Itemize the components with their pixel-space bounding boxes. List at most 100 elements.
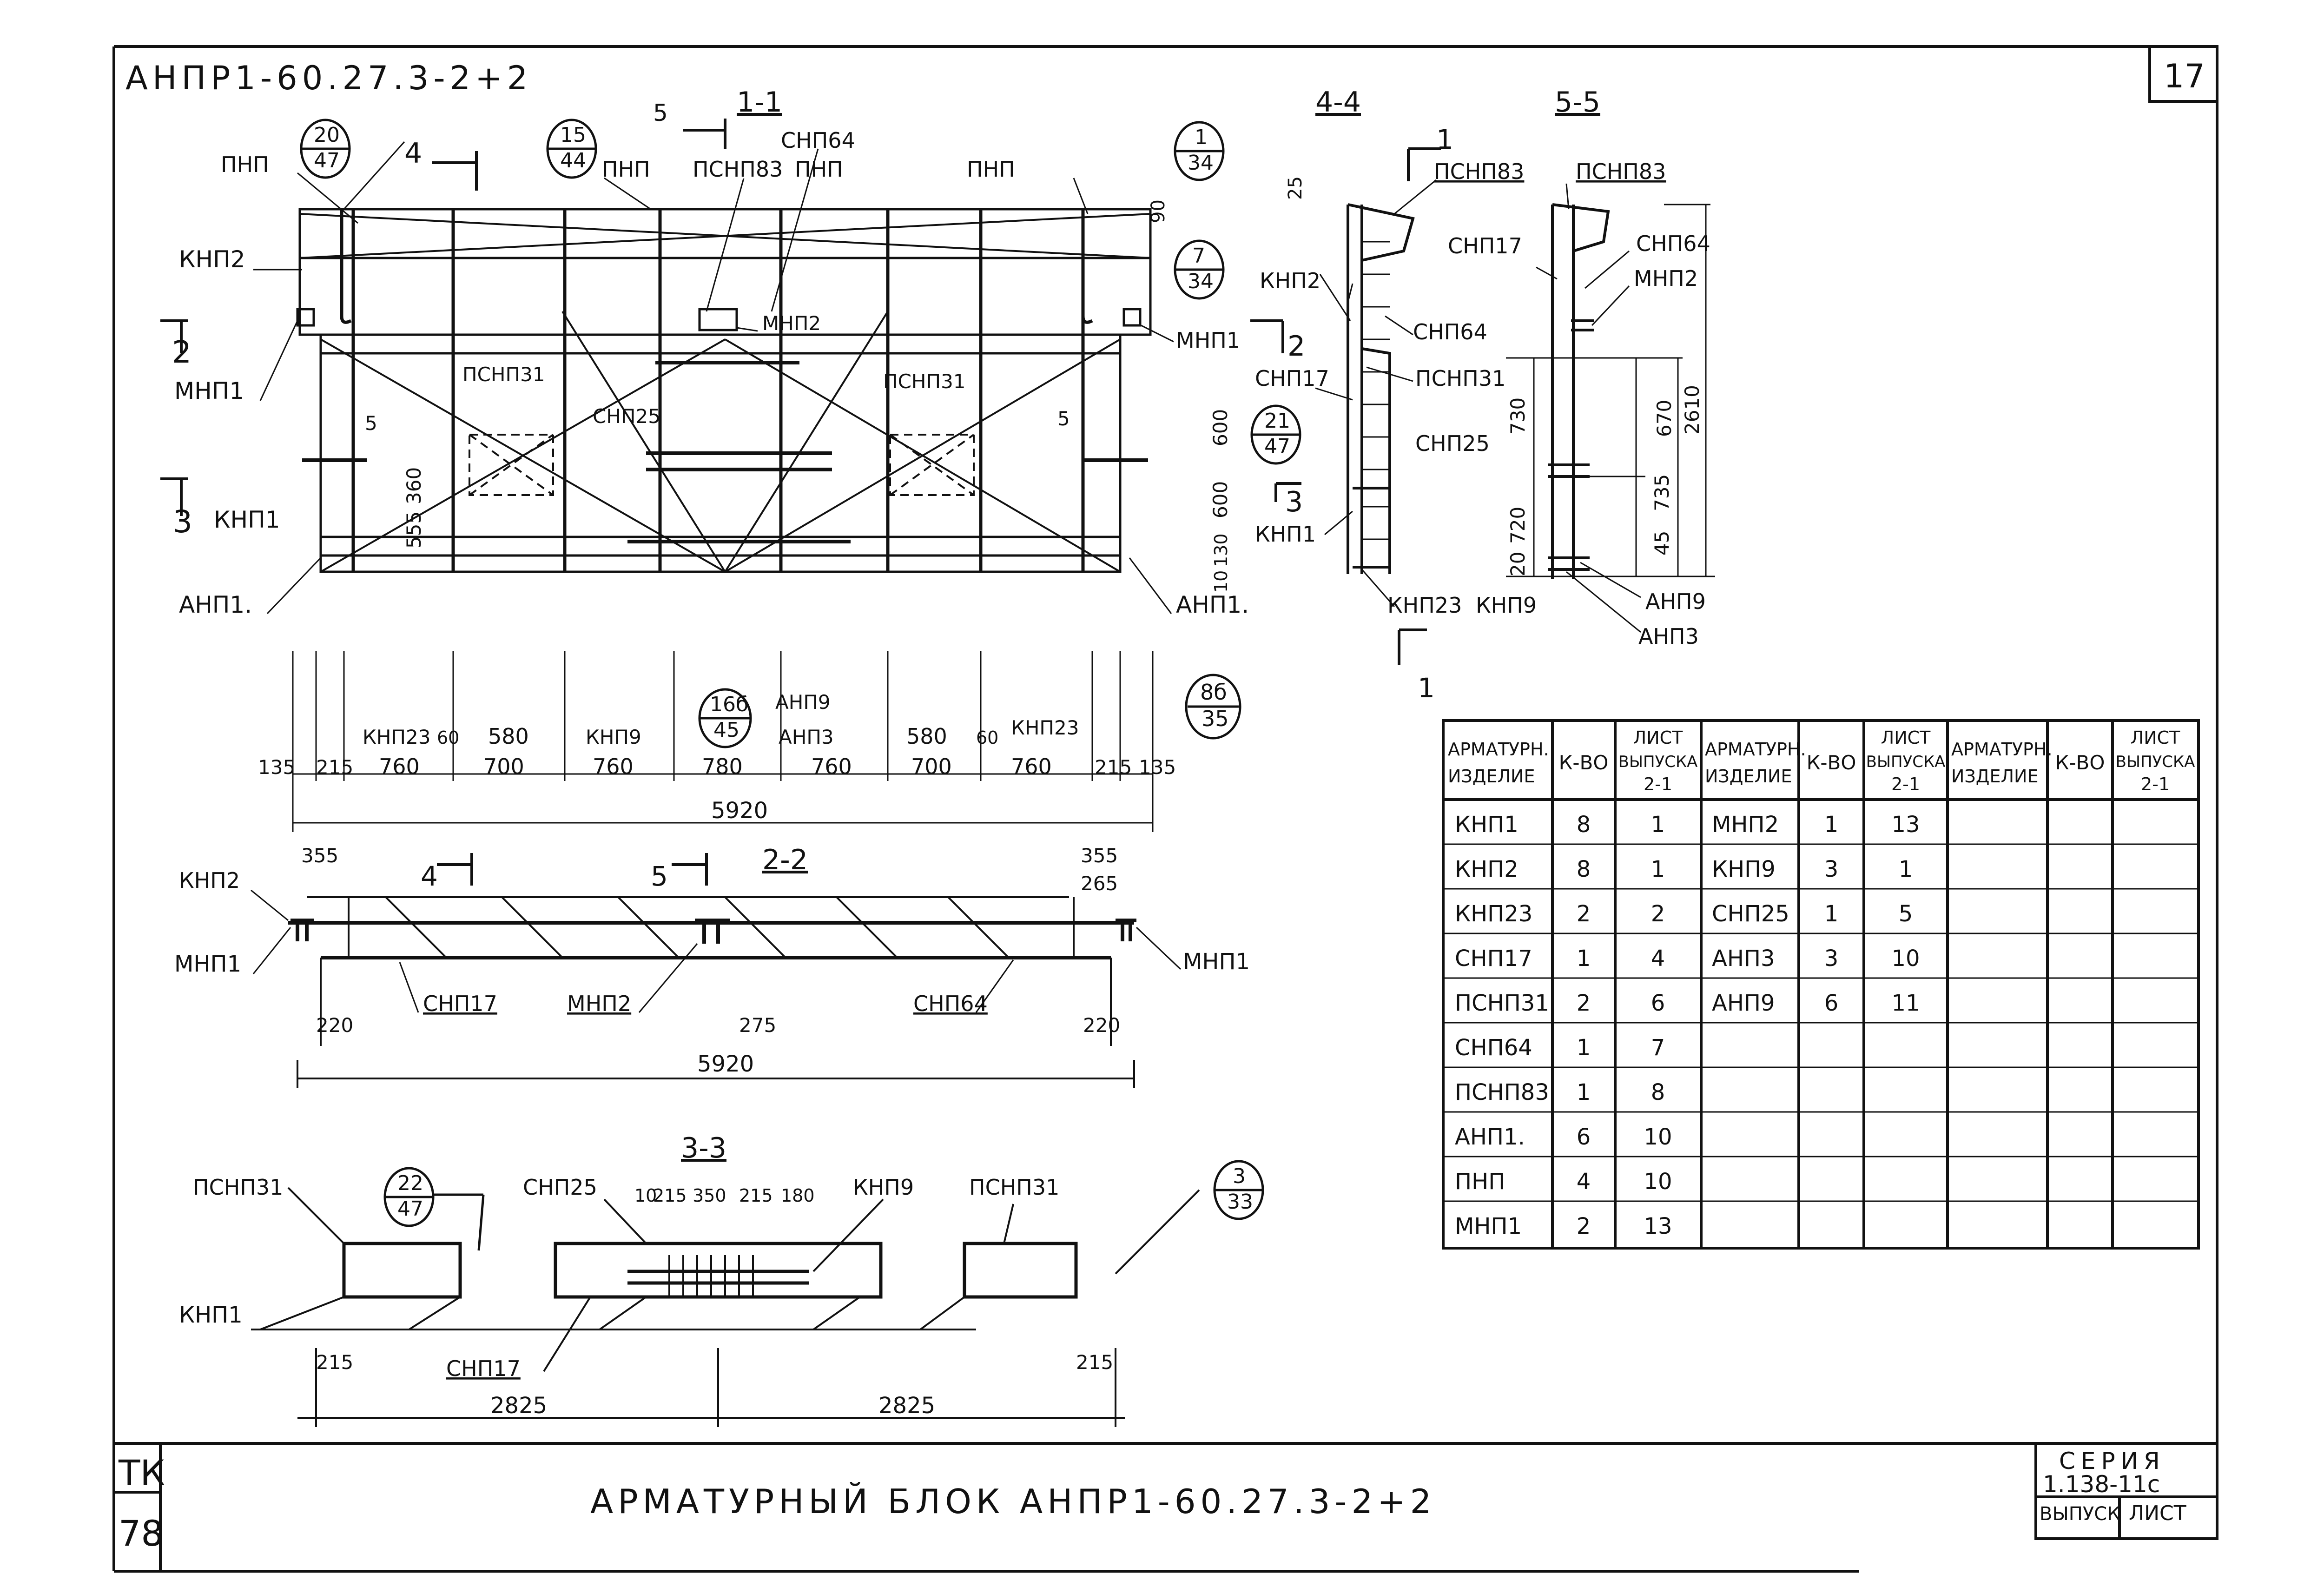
dim-5-left: 5 (365, 412, 377, 435)
spec-cell: ПСНП83 (1455, 1079, 1549, 1105)
s22-dim-355-right: 355 (1081, 844, 1118, 867)
label-snp25-s33: СНП25 (523, 1175, 597, 1200)
spec-cell: 6 (1577, 1124, 1591, 1150)
section-5-5: 5-5 ПСНП83 СНП17 СНП64 МНП2 (1448, 86, 1715, 649)
spec-cell: 1 (1651, 856, 1665, 882)
spec-cell: 5 (1899, 901, 1913, 927)
label-pnp-left: ПНП (221, 152, 269, 177)
label-anp1-right: АНП1. (1176, 591, 1249, 618)
s33-dim-215b: 215 (739, 1185, 773, 1206)
label-anp9-s55: АНП9 (1645, 589, 1706, 614)
dim-600-a: 600 (1209, 409, 1232, 446)
spec-header-qty: К-ВО (1559, 751, 1609, 774)
spec-cell: 8 (1577, 812, 1591, 838)
series-value: 1.138-11с (2043, 1471, 2160, 1498)
title-block-tk: ТК (118, 1452, 165, 1494)
section-title-4-4: 4-4 (1315, 86, 1361, 119)
spec-cell: 11 (1891, 990, 1920, 1016)
plan-dim-760-2: 760 (593, 754, 634, 779)
spec-cell: КНП1 (1455, 812, 1519, 838)
spec-cell: 7 (1651, 1035, 1665, 1061)
dim-130: 130 (1211, 533, 1231, 567)
spec-cell: 13 (1891, 812, 1920, 838)
spec-cell: 1 (1899, 856, 1913, 882)
label-knp23-right: КНП23 (1011, 716, 1079, 739)
plan-dim-780: 780 (702, 754, 743, 779)
spec-header-sheet: ЛИСТ (2131, 728, 2181, 748)
spec-table: АРМАТУРН.ИЗДЕЛИЕК-ВОЛИСТВЫПУСКА2-1АРМАТУ… (1442, 719, 2200, 1250)
cut-mark-2-left: 2 (172, 334, 191, 370)
label-mnp1-right: МНП1 (1176, 328, 1240, 353)
spec-cell: СНП64 (1455, 1035, 1532, 1061)
label-knp9-s44: КНП9 (1476, 593, 1537, 618)
label-snp25: СНП25 (593, 405, 660, 428)
label-mnp1-s22-left: МНП1 (174, 951, 241, 977)
label-psnp31-right: ПСНП31 (883, 370, 966, 393)
dim-555: 555 (403, 511, 425, 549)
sheet-number-box (2148, 45, 2218, 103)
s55-dim-730: 730 (1506, 397, 1529, 435)
s22-dim-275: 275 (739, 1014, 776, 1037)
plan-dim-135-right: 135 (1139, 756, 1176, 779)
spec-cell: МНП1 (1455, 1213, 1522, 1239)
spec-header-sheet: ЛИСТ (1633, 728, 1684, 748)
spec-cell: 1 (1824, 812, 1839, 838)
plan-dim-580-right: 580 (906, 724, 947, 749)
s55-dim-720: 720 (1506, 507, 1529, 544)
balloon-4-bottom: 34 (1188, 270, 1214, 293)
s33-dim-215-left: 215 (316, 1351, 353, 1374)
section-2-2: 2-2 КНП2 МНП1 МНП1 СН (174, 844, 1250, 1088)
s33-dim-2825-left: 2825 (490, 1393, 547, 1419)
label-psnp31-s33-left: ПСНП31 (193, 1175, 283, 1200)
s33-dim-180: 180 (781, 1185, 815, 1206)
section-title-1-1: 1-1 (737, 86, 782, 119)
plan-dim-580-left: 580 (488, 724, 529, 749)
balloon-7-bottom: 35 (1202, 706, 1229, 731)
spec-header-sheet: ВЫПУСКА (1618, 753, 1698, 771)
spec-cell: 1 (1824, 901, 1839, 927)
balloon-6-bottom: 45 (713, 718, 739, 742)
spec-cell: 1 (1577, 1035, 1591, 1061)
label-snp64-s55: СНП64 (1636, 231, 1710, 256)
s33-dim-350: 350 (693, 1185, 726, 1206)
spec-cell: 3 (1824, 946, 1839, 972)
spec-cell: 2 (1577, 990, 1591, 1016)
spec-cell: МНП2 (1712, 812, 1779, 838)
label-pnp-mid: ПНП (602, 157, 650, 182)
cut-mark-1-s44-top: 1 (1436, 124, 1453, 155)
balloon-5-bottom: 47 (1264, 435, 1290, 458)
spec-cell: 13 (1644, 1213, 1672, 1239)
label-anp3: АНП3 (779, 726, 834, 748)
label-pnp-mid2: ПНП (795, 157, 843, 182)
label-knp9-s33: КНП9 (853, 1175, 914, 1200)
label-knp2: КНП2 (179, 246, 245, 273)
s44-dim-25: 25 (1285, 176, 1306, 200)
label-snp17-s44: СНП17 (1255, 366, 1329, 391)
spec-cell: 1 (1577, 946, 1591, 972)
cut-mark-5-top: 5 (653, 99, 668, 126)
label-snp17-s22: СНП17 (423, 991, 497, 1016)
cut-mark-5-s22: 5 (651, 860, 668, 892)
label-pnp-right: ПНП (967, 157, 1015, 182)
spec-header-sheet: 2-1 (1644, 774, 1672, 794)
spec-header-sheet: ВЫПУСКА (1866, 753, 1946, 771)
plan-dim-60-left: 60 (437, 728, 459, 748)
balloon-1-top: 20 (314, 123, 340, 147)
spec-cell: КНП9 (1712, 856, 1776, 882)
drawing-code: АНПР1-60.27.3-2+2 (125, 59, 532, 97)
s22-dim-total: 5920 (697, 1051, 754, 1077)
spec-cell: ПСНП31 (1455, 990, 1549, 1016)
plan-dim-700-1: 700 (483, 754, 524, 779)
elevation-1-1: 1-1 (160, 86, 1305, 832)
spec-header-sheet: ЛИСТ (1881, 728, 1931, 748)
drawing-frame (112, 45, 2218, 1573)
label-psnp31-left: ПСНП31 (462, 363, 545, 386)
label-snp17-s55: СНП17 (1448, 233, 1522, 258)
balloon-3-top: 1 (1195, 126, 1208, 149)
plan-dim-215-right: 215 (1095, 756, 1132, 779)
plan-dim-760-3: 760 (811, 754, 852, 779)
cut-mark-4-top: 4 (404, 137, 422, 170)
spec-cell: 4 (1577, 1169, 1591, 1195)
spec-header-item: ИЗДЕЛИЕ (1705, 766, 1792, 787)
